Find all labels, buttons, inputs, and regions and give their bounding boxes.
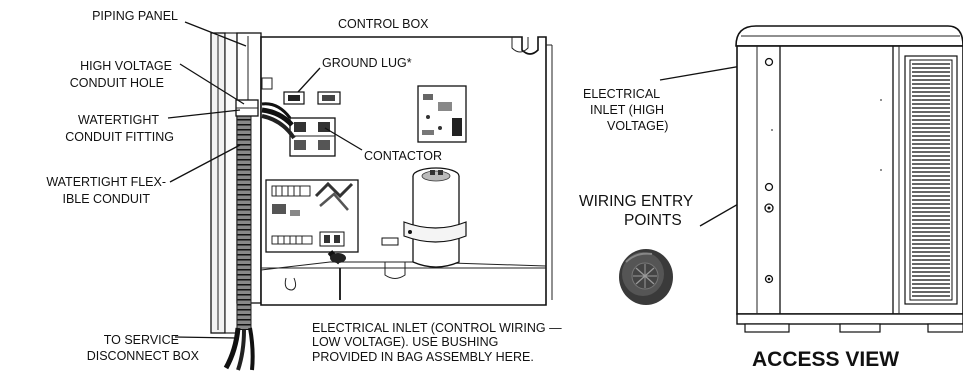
terminal-block [381,237,399,246]
label-low-voltage-1: ELECTRICAL INLET (CONTROL WIRING — [312,321,562,335]
control-box [260,36,553,306]
knockout-square [261,77,273,90]
leader-hv-hole [179,63,245,105]
label-wt-fitting-2: CONDUIT FITTING [65,130,174,144]
label-wiring-entry-1: WIRING ENTRY [579,193,693,210]
label-elec-inlet-1: ELECTRICAL [583,87,660,101]
wire-bundle [261,102,296,140]
label-hv-hole-2: CONDUIT HOLE [70,76,164,90]
label-wiring-entry-2: POINTS [624,212,682,229]
defrost-board [417,85,467,143]
label-elec-inlet-3: VOLTAGE) [607,119,668,133]
bushing [619,249,673,305]
capacitor [403,167,467,268]
piping-panel [210,32,262,334]
leader-contactor [324,127,363,151]
leader-flex-conduit [169,144,241,183]
bushing-grommet [330,253,346,263]
flexible-conduit [223,99,259,371]
label-piping-panel: PIPING PANEL [92,9,178,23]
label-hv-hole-1: HIGH VOLTAGE [80,59,172,73]
label-wt-flex-2: IBLE CONDUIT [62,192,150,206]
control-board [265,179,359,253]
contactor [289,117,336,157]
leader-wt-fitting [167,109,241,119]
label-access-view: ACCESS VIEW [752,348,899,371]
label-wt-flex-1: WATERTIGHT FLEX- [46,175,166,189]
grille-louvers [912,63,950,297]
label-control-box: CONTROL BOX [338,17,429,31]
label-to-service-2: DISCONNECT BOX [87,349,200,363]
label-low-voltage-3: PROVIDED IN BAG ASSEMBLY HERE. [312,350,534,364]
label-ground-lug: GROUND LUG* [322,56,412,70]
label-elec-inlet-2: INLET (HIGH [590,103,664,117]
leader-piping-panel [184,21,247,47]
leader-ground-lug [297,67,321,93]
ground-lug [283,91,341,105]
label-low-voltage-2: LOW VOLTAGE). USE BUSHING [312,335,498,349]
leader-to-service [174,336,237,339]
label-contactor: CONTACTOR [364,149,442,163]
label-to-service-1: TO SERVICE [104,333,179,347]
label-wt-fitting-1: WATERTIGHT [78,113,159,127]
